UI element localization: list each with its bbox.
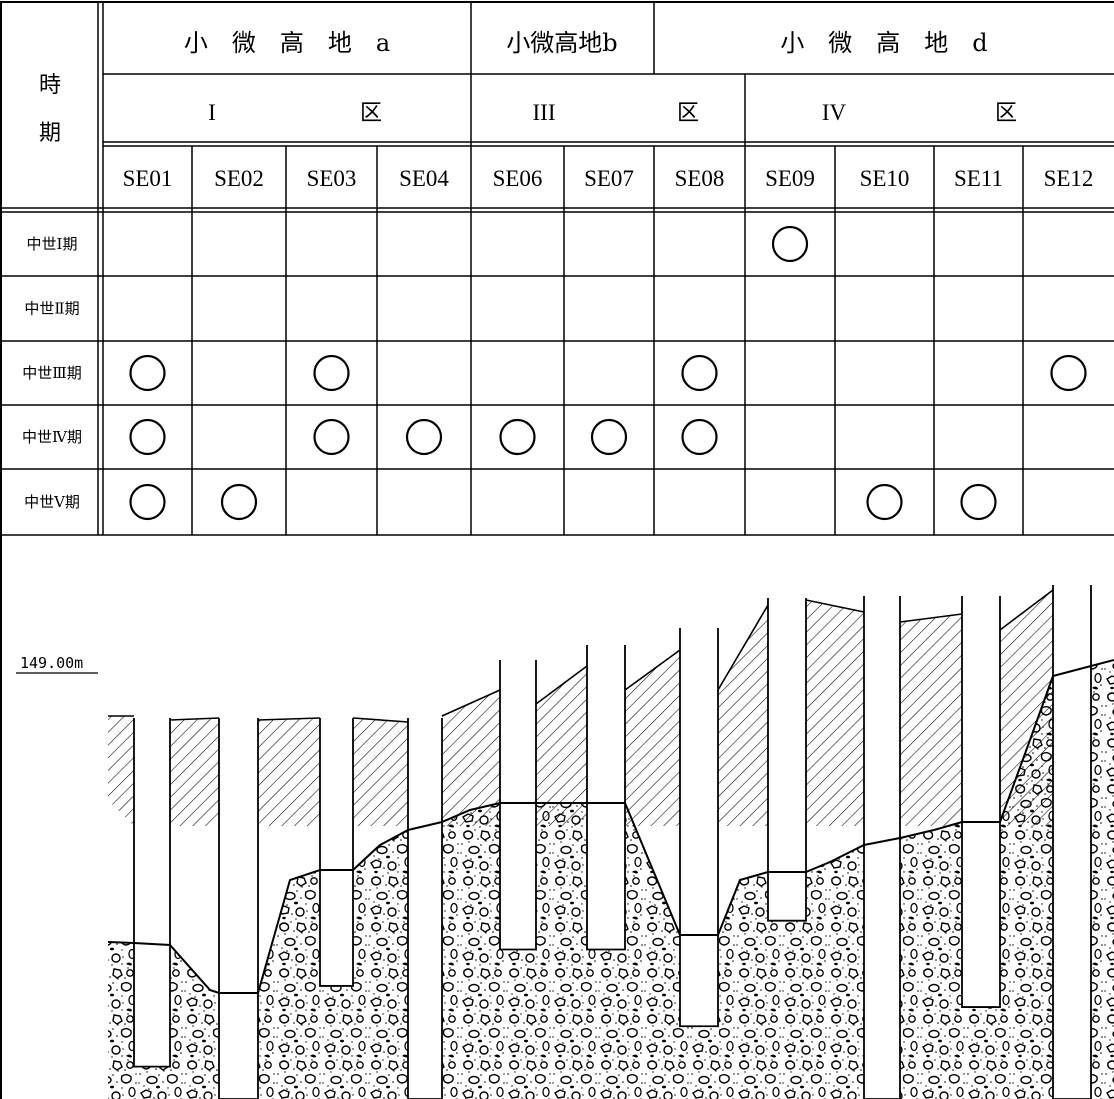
period-label: 中世Ⅰ期	[27, 235, 78, 253]
gravel-surface-line	[107, 659, 1114, 994]
period-label: 中世Ⅱ期	[24, 300, 79, 318]
col-header-se11: SE11	[954, 166, 1003, 191]
well-outline	[863, 596, 901, 1099]
hatched-fill-top	[441, 689, 501, 717]
presence-mark	[129, 483, 166, 521]
col-header-se10: SE10	[860, 166, 910, 191]
period-label: 中世Ⅴ期	[24, 493, 80, 511]
hatched-fill	[353, 718, 408, 826]
well-shaft-se10	[864, 596, 900, 1099]
hatched-fill	[806, 600, 864, 826]
presence-mark	[405, 418, 443, 456]
presence-mark	[313, 354, 350, 392]
well-shaft-se07	[587, 645, 625, 950]
col-header-se03: SE03	[307, 166, 357, 191]
hatched-fill	[258, 718, 320, 826]
presence-mark	[590, 418, 628, 456]
well-shaft-se04	[408, 718, 442, 1099]
hatched-fill-top	[805, 599, 865, 613]
well-outline	[407, 718, 443, 1099]
presence-mark	[129, 418, 166, 456]
col-header-se01: SE01	[123, 166, 173, 191]
hatched-fill-blocks	[108, 589, 1054, 826]
presence-mark	[220, 483, 258, 521]
highland-b-label: 小微高地b	[506, 29, 617, 57]
period-header-char-2: 期	[39, 121, 61, 146]
well-outline	[679, 628, 719, 1028]
well-shafts	[133, 585, 1092, 1099]
presence-mark	[960, 483, 997, 521]
hatched-fill-top	[899, 613, 963, 623]
presence-mark	[499, 418, 536, 456]
well-code-headers: SE01 SE02 SE03 SE04 SE06 SE07 SE08 SE09 SE10 SE11…	[123, 166, 1094, 191]
hatched-fill	[900, 614, 962, 826]
well-shaft-se06	[500, 660, 536, 950]
well-shaft-se09	[768, 598, 806, 921]
presence-mark	[129, 354, 166, 392]
presence-mark	[866, 483, 903, 521]
highland-a-label: 小 微 高 地 a	[184, 29, 390, 57]
hatched-fill-top	[717, 604, 769, 691]
well-outline	[133, 718, 171, 1068]
zone-4-numeral: IV	[822, 100, 847, 125]
col-header-se09: SE09	[765, 166, 815, 191]
hatched-fill-top	[169, 717, 220, 721]
col-header-se02: SE02	[214, 166, 264, 191]
well-shaft-se12	[1053, 585, 1091, 1099]
col-header-se04: SE04	[399, 166, 449, 191]
period-label: 中世Ⅳ期	[22, 428, 82, 446]
well-outline	[218, 718, 259, 1099]
hatched-fill-top	[352, 717, 409, 723]
well-outline	[586, 645, 626, 951]
hatched-fill-top	[624, 649, 681, 691]
well-shaft-se02	[219, 718, 258, 1099]
datum-level-label: 149.00m	[20, 654, 83, 672]
period-header-char-1: 時	[39, 73, 61, 98]
well-section-drawing	[107, 585, 1114, 1099]
zone-1-ku: 区	[360, 101, 382, 126]
hatched-fill-top	[535, 665, 588, 705]
hatched-fill-top	[257, 717, 321, 721]
well-shaft-se08	[680, 628, 718, 1027]
well-outline	[961, 596, 1001, 1008]
hatched-fill	[718, 605, 768, 826]
col-header-se08: SE08	[675, 166, 725, 191]
table-grid	[1, 2, 1114, 536]
zone-3-numeral: III	[533, 100, 556, 125]
presence-mark	[681, 418, 718, 456]
presence-mark	[1050, 354, 1087, 392]
col-header-se06: SE06	[493, 166, 543, 191]
well-outline	[1052, 585, 1092, 1099]
well-outline	[319, 718, 354, 987]
well-shaft-se01	[134, 718, 170, 1067]
col-header-se12: SE12	[1044, 166, 1094, 191]
hatched-fill	[1000, 590, 1053, 826]
hatched-fill	[108, 716, 134, 826]
presence-mark	[313, 418, 350, 456]
well-outline	[767, 598, 807, 922]
hatched-fill	[170, 718, 219, 826]
col-header-se07: SE07	[584, 166, 634, 191]
hatched-fill	[625, 650, 680, 826]
highland-d-label: 小 微 高 地 d	[780, 29, 987, 57]
period-marks	[129, 225, 1087, 521]
zone-3-ku: 区	[677, 101, 699, 126]
well-outline	[499, 660, 537, 951]
hatched-fill-top	[999, 589, 1054, 631]
well-shaft-se11	[962, 596, 1000, 1008]
presence-mark	[771, 225, 809, 263]
presence-mark	[681, 354, 718, 392]
hatched-fill	[536, 666, 587, 826]
zone-4-ku: 区	[995, 101, 1017, 126]
period-label: 中世Ⅲ期	[22, 364, 81, 382]
zone-1-numeral: I	[208, 100, 216, 125]
hatched-fill	[442, 690, 500, 826]
well-shaft-se03	[320, 718, 353, 986]
